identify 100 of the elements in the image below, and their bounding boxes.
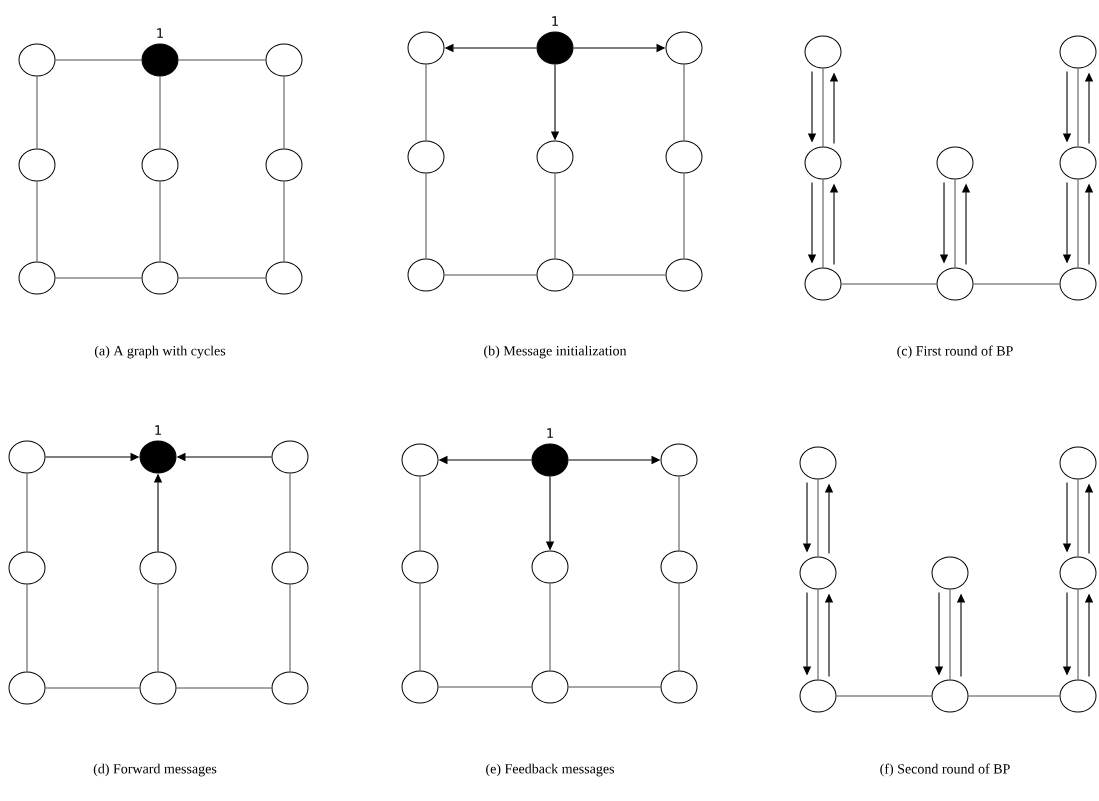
caption: (c) First round of BP xyxy=(897,345,1013,359)
connector-line xyxy=(176,687,272,689)
connector-line xyxy=(283,181,285,262)
graph-node-circle xyxy=(531,550,569,584)
connector-line xyxy=(554,173,556,259)
connector-line xyxy=(1077,179,1079,268)
graph-node-circle xyxy=(407,31,445,65)
connector-line xyxy=(159,76,161,149)
connector-line xyxy=(26,584,28,672)
graph-node-circle xyxy=(936,267,974,301)
graph-node-circle xyxy=(1059,679,1097,713)
graph-node-circle xyxy=(665,31,703,65)
graph-node-circle xyxy=(8,671,46,705)
graph-node-circle xyxy=(407,140,445,174)
caption: (e) Feedback messages xyxy=(486,763,615,777)
graph-node-circle xyxy=(1059,556,1097,590)
connector-line xyxy=(55,277,142,279)
graph-node-circle xyxy=(141,261,179,295)
connector-line xyxy=(822,179,824,268)
connector-line xyxy=(968,695,1060,697)
connector-line xyxy=(283,76,285,149)
graph-node-circle xyxy=(271,551,309,585)
graph-node-circle xyxy=(799,679,837,713)
connector-line xyxy=(678,583,680,671)
connector-line xyxy=(954,179,956,268)
connector-line xyxy=(159,181,161,262)
graph-node-circle xyxy=(660,443,698,477)
connector-line xyxy=(289,584,291,672)
graph-node-circle xyxy=(804,146,842,180)
caption: (f) Second round of BP xyxy=(880,763,1010,777)
connector-line xyxy=(1077,479,1079,557)
graph-node-circle xyxy=(401,443,439,477)
graph-node-circle xyxy=(1059,146,1097,180)
graph-node-circle xyxy=(141,148,179,182)
connector-line xyxy=(425,173,427,259)
graph-node-circle xyxy=(18,148,56,182)
graph-node-circle xyxy=(271,440,309,474)
graph-node-circle xyxy=(936,146,974,180)
connector-line xyxy=(683,64,685,141)
node-number: 1 xyxy=(155,425,161,435)
connector-line xyxy=(45,687,140,689)
connector-line xyxy=(817,589,819,680)
graph-node-circle xyxy=(531,670,569,704)
connector-line xyxy=(178,59,266,61)
node-number: 1 xyxy=(547,428,553,438)
connector-line xyxy=(438,686,532,688)
graph-node-circle xyxy=(1059,267,1097,301)
connector-line xyxy=(425,64,427,141)
connector-line xyxy=(678,476,680,551)
graph-node-circle xyxy=(401,550,439,584)
caption: (d) Forward messages xyxy=(93,763,217,777)
connector-line xyxy=(549,583,551,671)
connector-line xyxy=(289,473,291,552)
graph-node-circle xyxy=(139,551,177,585)
graph-node-circle xyxy=(265,148,303,182)
graph-node-circle xyxy=(931,556,969,590)
graph-node-circle xyxy=(265,43,303,77)
graph-node-circle xyxy=(799,446,837,480)
connector-line xyxy=(26,473,28,552)
graph-node-circle xyxy=(265,261,303,295)
graph-node-circle xyxy=(665,258,703,292)
connector-line xyxy=(36,181,38,262)
connector-line xyxy=(157,584,159,672)
graph-node-circle xyxy=(8,551,46,585)
graph-node-circle xyxy=(139,671,177,705)
graph-node-circle xyxy=(1059,35,1097,69)
connector-line xyxy=(419,476,421,551)
graph-node-circle xyxy=(536,258,574,292)
connector-line xyxy=(949,589,951,680)
graph-node-circle xyxy=(18,43,56,77)
graph-node-circle xyxy=(401,670,439,704)
graph-node-circle xyxy=(536,140,574,174)
caption: (a) A graph with cycles xyxy=(94,345,226,359)
graph-node-circle xyxy=(1059,446,1097,480)
connector-line xyxy=(55,59,142,61)
connector-line xyxy=(841,283,937,285)
connector-line xyxy=(973,283,1060,285)
connector-line xyxy=(817,479,819,557)
node-number: 1 xyxy=(157,28,163,38)
connector-line xyxy=(822,68,824,147)
graph-node-circle xyxy=(407,258,445,292)
connector-line xyxy=(36,76,38,149)
graph-node-circle xyxy=(804,267,842,301)
connector-line xyxy=(683,173,685,259)
connector-line xyxy=(568,686,661,688)
connector-line xyxy=(444,274,537,276)
graph-node-circle xyxy=(931,679,969,713)
caption: (b) Message initialization xyxy=(484,345,627,359)
graph-node-circle xyxy=(804,35,842,69)
connector-line xyxy=(178,277,266,279)
graph-node-circle xyxy=(8,440,46,474)
graph-node-circle xyxy=(18,261,56,295)
connector-line xyxy=(419,583,421,671)
connector-line xyxy=(573,274,666,276)
connector-line xyxy=(1077,589,1079,680)
graph-node-circle xyxy=(271,671,309,705)
graph-node-circle xyxy=(799,556,837,590)
graph-node-circle xyxy=(660,550,698,584)
graph-node-circle xyxy=(660,670,698,704)
graph-node-circle xyxy=(665,140,703,174)
